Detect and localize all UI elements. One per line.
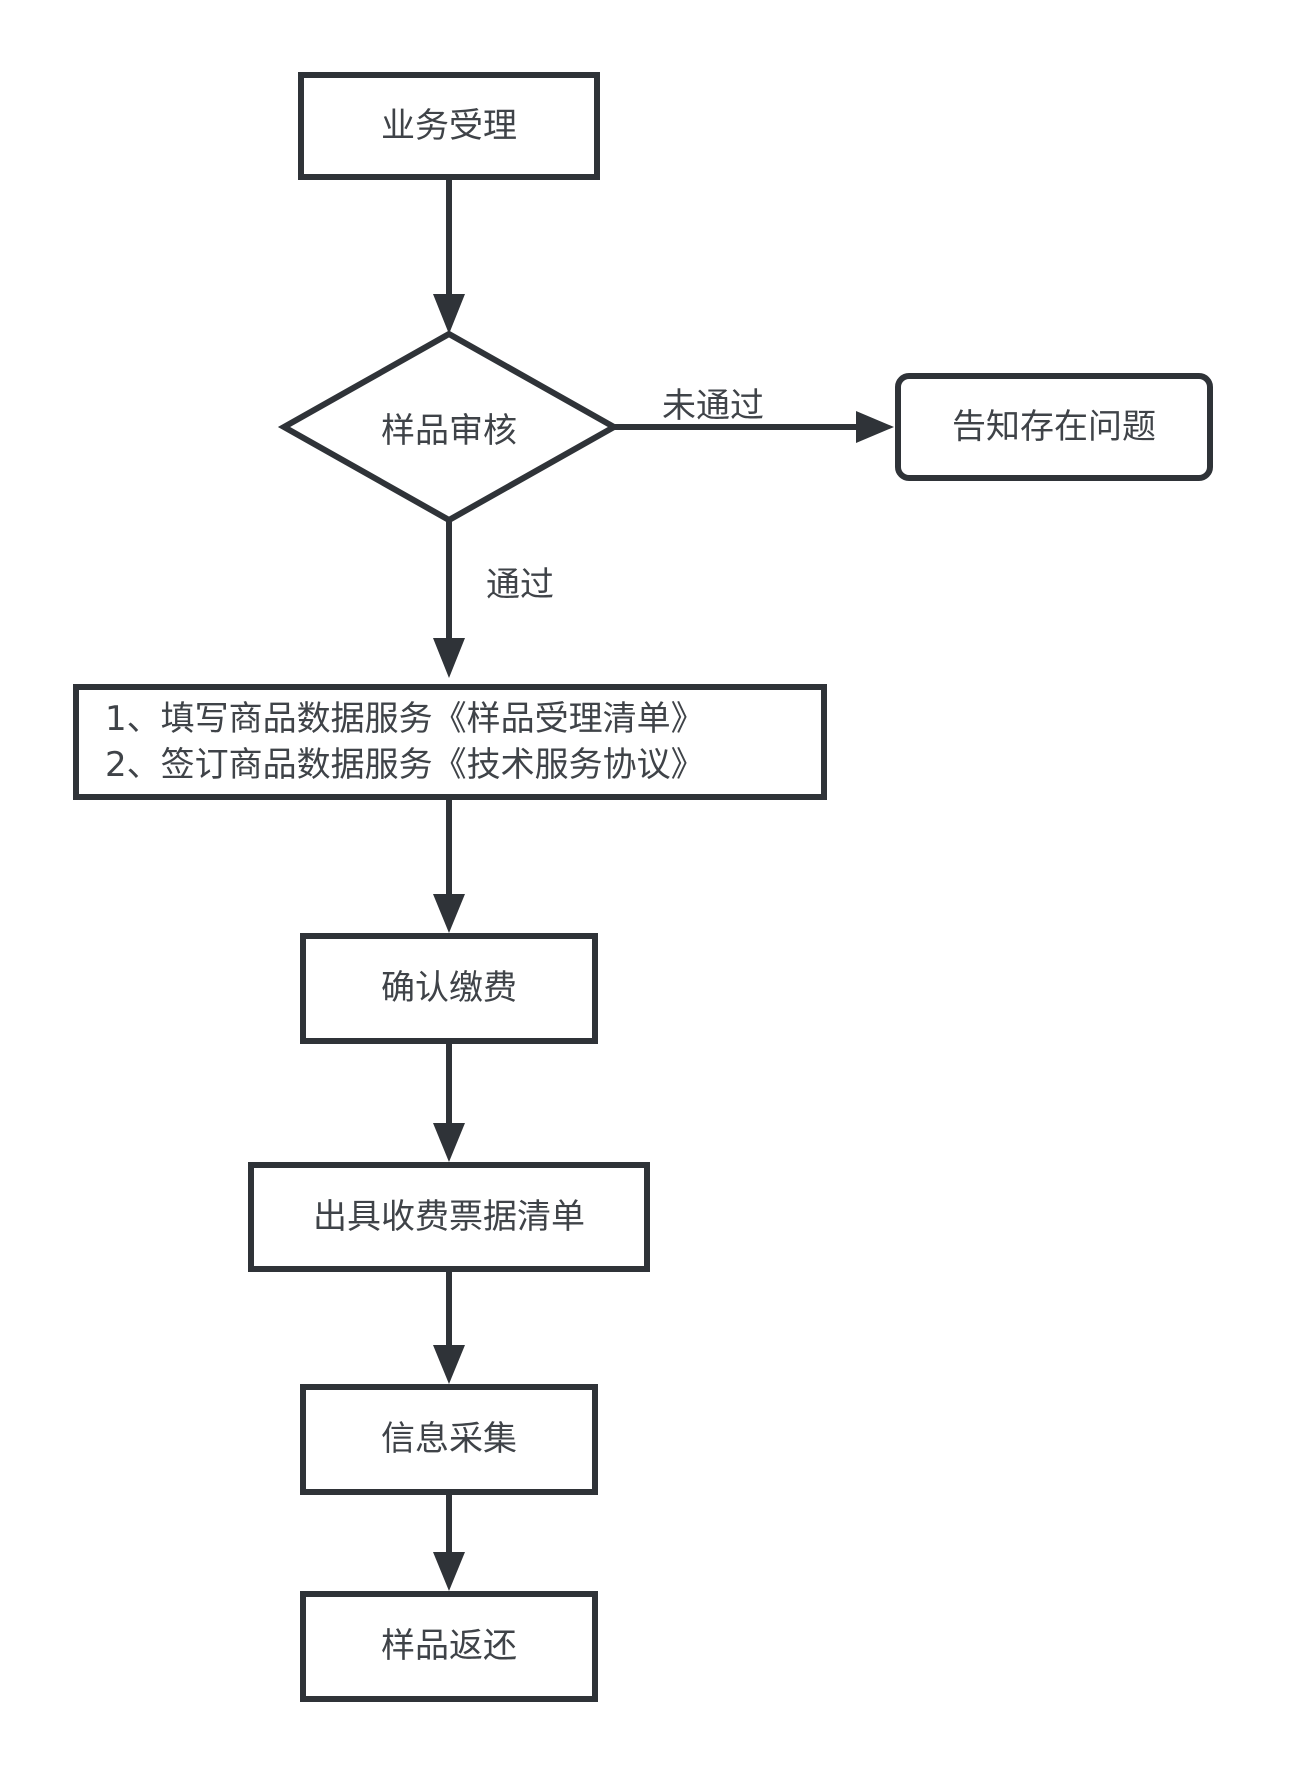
node-notify-problem: 告知存在问题 <box>895 373 1213 481</box>
node-sample-return: 样品返还 <box>300 1591 598 1702</box>
node-business-acceptance-label: 业务受理 <box>381 105 517 146</box>
edge-label-not-passed-text: 未通过 <box>662 385 764 426</box>
arrowhead-collection-to-return <box>433 1552 465 1591</box>
edge-label-not-passed: 未通过 <box>634 381 792 426</box>
arrowhead-review-to-filldocs <box>433 638 465 678</box>
node-issue-receipt: 出具收费票据清单 <box>248 1162 650 1272</box>
node-confirm-payment-label: 确认缴费 <box>381 968 517 1009</box>
edge-label-passed-text: 通过 <box>486 564 554 605</box>
node-info-collection: 信息采集 <box>300 1384 598 1495</box>
arrowhead-payment-to-receipt <box>433 1123 465 1162</box>
node-fill-docs: 1、填写商品数据服务《样品受理清单》 2、签订商品数据服务《技术服务协议》 <box>73 684 827 800</box>
arrowhead-accept-to-review <box>433 294 465 334</box>
arrowhead-review-to-notify <box>856 411 894 443</box>
node-confirm-payment: 确认缴费 <box>300 933 598 1044</box>
node-sample-review: 样品审核 <box>284 334 614 520</box>
node-sample-review-label: 样品审核 <box>381 410 517 451</box>
node-fill-docs-line2: 2、签订商品数据服务《技术服务协议》 <box>105 745 705 785</box>
arrowhead-receipt-to-collection <box>433 1345 465 1384</box>
arrowhead-filldocs-to-payment <box>433 894 465 933</box>
node-business-acceptance: 业务受理 <box>298 72 600 180</box>
node-sample-return-label: 样品返还 <box>381 1626 517 1667</box>
node-issue-receipt-label: 出具收费票据清单 <box>313 1196 585 1237</box>
edge-label-passed: 通过 <box>466 560 574 605</box>
node-notify-problem-label: 告知存在问题 <box>952 406 1156 447</box>
node-fill-docs-line1: 1、填写商品数据服务《样品受理清单》 <box>105 699 705 739</box>
node-info-collection-label: 信息采集 <box>381 1419 517 1460</box>
